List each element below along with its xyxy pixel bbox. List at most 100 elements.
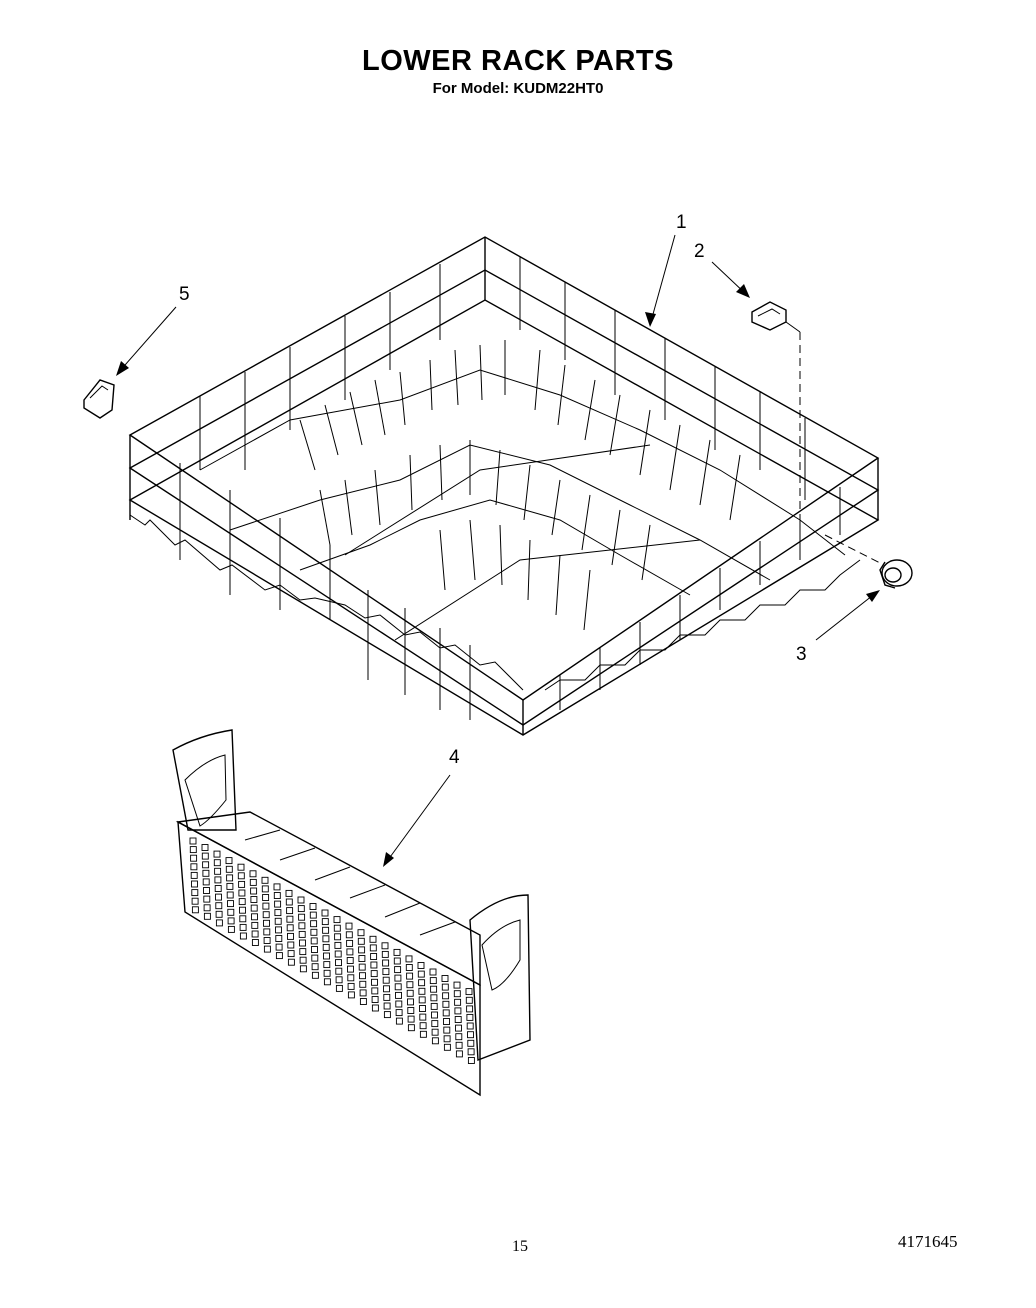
- basket-grid-hole: [441, 983, 449, 991]
- basket-grid-hole: [347, 982, 355, 990]
- basket-grid-hole: [454, 998, 462, 1006]
- basket-grid-hole: [215, 902, 223, 910]
- basket-grid-hole: [335, 967, 343, 975]
- basket-grid-hole: [309, 903, 317, 910]
- basket-grid-hole: [370, 953, 378, 960]
- basket-grid-hole: [227, 925, 235, 933]
- basket-grid-hole: [381, 950, 389, 958]
- basket-grid-hole: [323, 961, 331, 969]
- basket-grid-hole: [333, 924, 341, 932]
- basket-grid-hole: [407, 1007, 415, 1014]
- rack-back-wall-wires: [199, 257, 806, 500]
- basket-grid-hole: [287, 958, 295, 966]
- basket-grid-hole: [359, 989, 367, 997]
- basket-grid-hole: [261, 885, 269, 893]
- basket-grid-hole: [443, 1035, 451, 1043]
- basket-grid-hole: [190, 871, 198, 879]
- rack-tines: [299, 340, 741, 631]
- basket-grid-hole: [238, 880, 246, 888]
- basket-grid-hole: [310, 937, 318, 945]
- basket-grid-hole: [203, 912, 211, 920]
- basket-grid-hole: [191, 906, 199, 914]
- basket-grid-hole: [454, 1007, 462, 1015]
- basket-right-handle: [469, 894, 531, 1061]
- basket-grid-hole: [323, 969, 331, 977]
- basket-grid-hole: [274, 917, 282, 925]
- basket-grid-hole: [465, 988, 473, 996]
- basket-grid-hole: [429, 968, 437, 976]
- basket-grid-hole: [467, 1031, 474, 1039]
- basket-grid-hole: [249, 870, 257, 878]
- basket-grid-hole: [333, 916, 341, 924]
- basket-grid-hole: [285, 898, 293, 906]
- basket-grid-hole: [215, 910, 223, 918]
- basket-grid-hole: [286, 907, 294, 915]
- basket-grid-hole: [287, 950, 295, 958]
- basket-grid-hole: [213, 850, 221, 858]
- basket-grid-hole: [238, 889, 246, 897]
- basket-grid-hole: [405, 955, 413, 963]
- basket-grid-hole: [262, 902, 270, 910]
- basket-grid-hole: [371, 1004, 379, 1012]
- basket-grid-hole: [442, 992, 450, 1000]
- basket-grid-hole: [347, 965, 354, 973]
- basket-grid-hole: [225, 857, 233, 865]
- basket-grid-hole: [215, 893, 222, 901]
- basket-grid-hole: [239, 906, 246, 914]
- basket-grid-hole: [191, 897, 199, 905]
- basket-grid-hole: [263, 919, 270, 927]
- basket-grid-hole: [275, 952, 283, 960]
- basket-grid-hole: [346, 939, 354, 947]
- basket-grid-hole: [371, 987, 379, 995]
- basket-dividers: [244, 829, 456, 936]
- basket-grid-hole: [335, 959, 342, 967]
- basket-grid-hole: [321, 909, 329, 917]
- callout-1: 1: [676, 212, 687, 233]
- basket-grid-hole: [467, 1048, 475, 1056]
- basket-grid-hole: [453, 981, 461, 989]
- basket-grid-hole: [237, 872, 245, 880]
- basket-grid-hole: [322, 935, 330, 943]
- rack-right-base-tabs: [544, 559, 861, 691]
- basket-grid-hole: [407, 1024, 415, 1032]
- basket-grid-hole: [239, 915, 247, 923]
- page-number: 15: [512, 1238, 528, 1255]
- rack-corner-posts: [129, 237, 879, 735]
- basket-grid-hole: [418, 987, 426, 995]
- rack-front-base-zigzag: [129, 514, 524, 691]
- basket-grid-hole: [261, 876, 269, 884]
- basket-grid-hole: [202, 869, 210, 877]
- basket-grid-hole: [215, 919, 223, 927]
- basket-grid-hole: [273, 892, 281, 899]
- basket-grid-hole: [454, 1016, 462, 1023]
- basket-grid-hole: [345, 922, 353, 930]
- basket-grid-hole: [275, 926, 282, 934]
- basket-grid-hole: [203, 887, 210, 894]
- basket-grid-hole: [406, 972, 414, 980]
- part-2-rack-clip: [751, 301, 801, 540]
- basket-grid-hole: [227, 917, 235, 925]
- basket-grid-hole: [226, 882, 234, 890]
- basket-grid-hole: [455, 1041, 463, 1049]
- basket-grid-hole: [430, 985, 438, 993]
- basket-grid-hole: [395, 1000, 403, 1008]
- basket-grid-hole: [250, 904, 258, 912]
- basket-grid-hole: [430, 994, 438, 1002]
- basket-grid-hole: [393, 948, 401, 956]
- basket-grid-hole: [382, 959, 390, 967]
- basket-grid-hole: [431, 1037, 439, 1045]
- basket-grid-hole: [250, 887, 258, 895]
- basket-grid-hole: [369, 944, 377, 952]
- basket-grid-hole: [297, 905, 305, 913]
- basket-grid-hole: [311, 971, 319, 979]
- basket-grid-hole: [238, 898, 246, 906]
- basket-grid-hole: [407, 1015, 415, 1023]
- basket-front-panel: [177, 820, 481, 1097]
- rack-bottom-rim: [128, 299, 880, 736]
- basket-grid-hole: [299, 948, 307, 956]
- basket-grid-hole: [286, 915, 294, 923]
- basket-grid-hole: [190, 863, 198, 871]
- basket-grid-hole: [275, 935, 283, 942]
- model-subtitle: For Model: KUDM22HT0: [432, 80, 604, 97]
